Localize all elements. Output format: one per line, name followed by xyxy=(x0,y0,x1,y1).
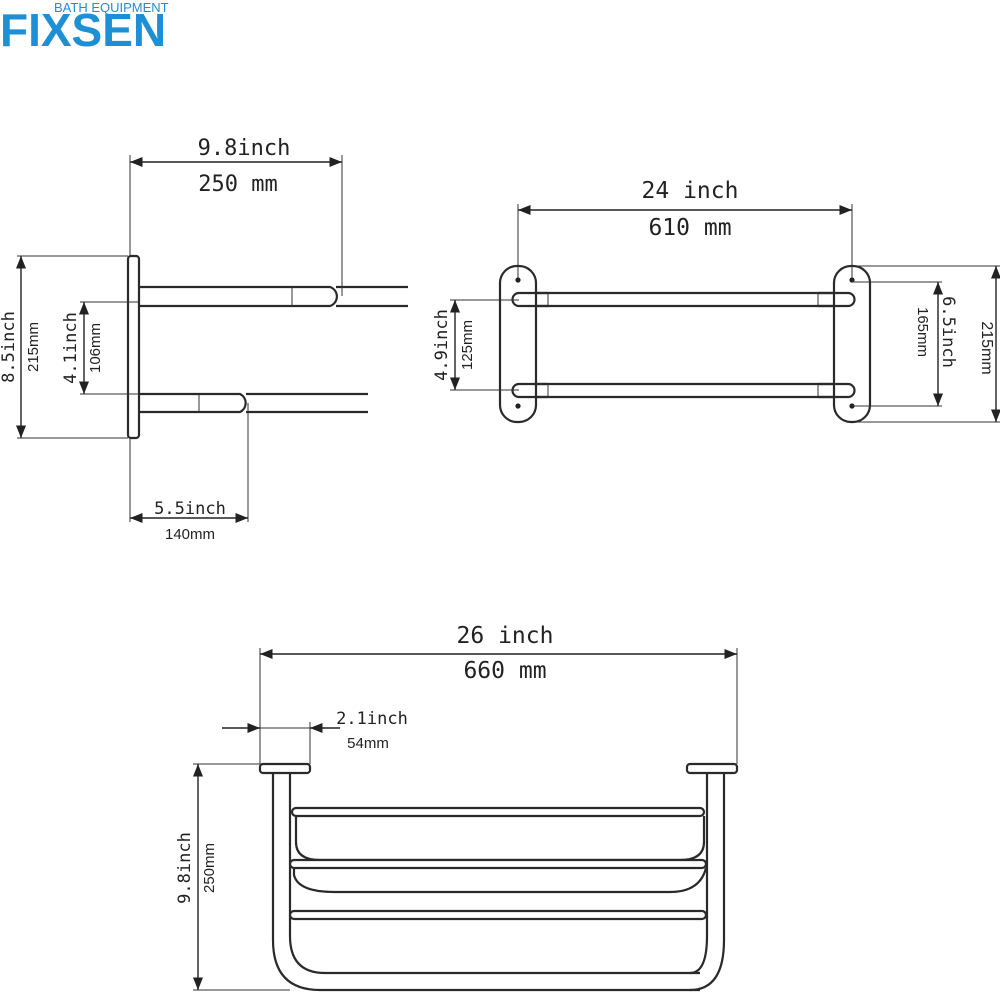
side-spacing-mm: 106mm xyxy=(87,323,104,373)
brand-tagline: BATH EQUIPMENT xyxy=(54,0,169,15)
side-depth-inch: 9.8inch xyxy=(198,136,291,161)
top-right-flange xyxy=(685,762,739,775)
top-mount-mm: 54mm xyxy=(347,735,389,752)
top-left-frame xyxy=(271,773,700,992)
side-height-mm: 215mm xyxy=(25,322,42,372)
front-right-plate xyxy=(832,264,872,424)
front-height-mm: 215mm xyxy=(978,321,995,374)
top-rail-3 xyxy=(288,909,708,921)
front-plate-mm: 165mm xyxy=(914,307,931,357)
top-left-flange xyxy=(258,762,312,775)
side-lower-mm: 140mm xyxy=(165,526,215,543)
side-spacing-inch: 4.1inch xyxy=(61,312,81,384)
brand-logo: FIXSEN BATH EQUIPMENT xyxy=(0,0,169,56)
side-upper-bar xyxy=(139,285,338,308)
top-rail-1 xyxy=(290,806,706,818)
side-wall-plate xyxy=(126,254,141,440)
top-mount-inch: 2.1inch xyxy=(336,709,408,729)
top-depth-mm: 250mm xyxy=(201,843,218,893)
side-lower-inch: 5.5inch xyxy=(154,499,226,519)
side-view: 9.8inch 250 mm 8.5inch 215mm 4.1inch 106… xyxy=(0,136,408,543)
top-depth-inch: 9.8inch xyxy=(175,832,195,904)
top-width-inch: 26 inch xyxy=(457,623,554,649)
side-lower-bar xyxy=(139,392,247,414)
front-plate-inch: 6.5inch xyxy=(938,296,958,368)
brand-name: FIXSEN xyxy=(0,4,166,56)
front-width-mm: 610 mm xyxy=(648,215,731,241)
front-spacing-mm: 125mm xyxy=(459,320,476,370)
front-spacing-inch: 4.9inch xyxy=(432,309,452,381)
top-width-mm: 660 mm xyxy=(463,658,546,684)
side-depth-mm: 250 mm xyxy=(198,172,277,197)
front-left-plate xyxy=(498,264,538,424)
front-view: 24 inch 610 mm 4.9inch 125mm 6.5inch 165… xyxy=(432,178,1000,424)
top-right-frame xyxy=(689,773,726,992)
side-height-inch: 8.5inch xyxy=(0,311,19,383)
front-width-inch: 24 inch xyxy=(642,178,739,204)
top-rail-2 xyxy=(288,858,708,870)
top-view: 26 inch 660 mm 2.1inch 54mm 9.8inch 250m… xyxy=(175,623,739,992)
